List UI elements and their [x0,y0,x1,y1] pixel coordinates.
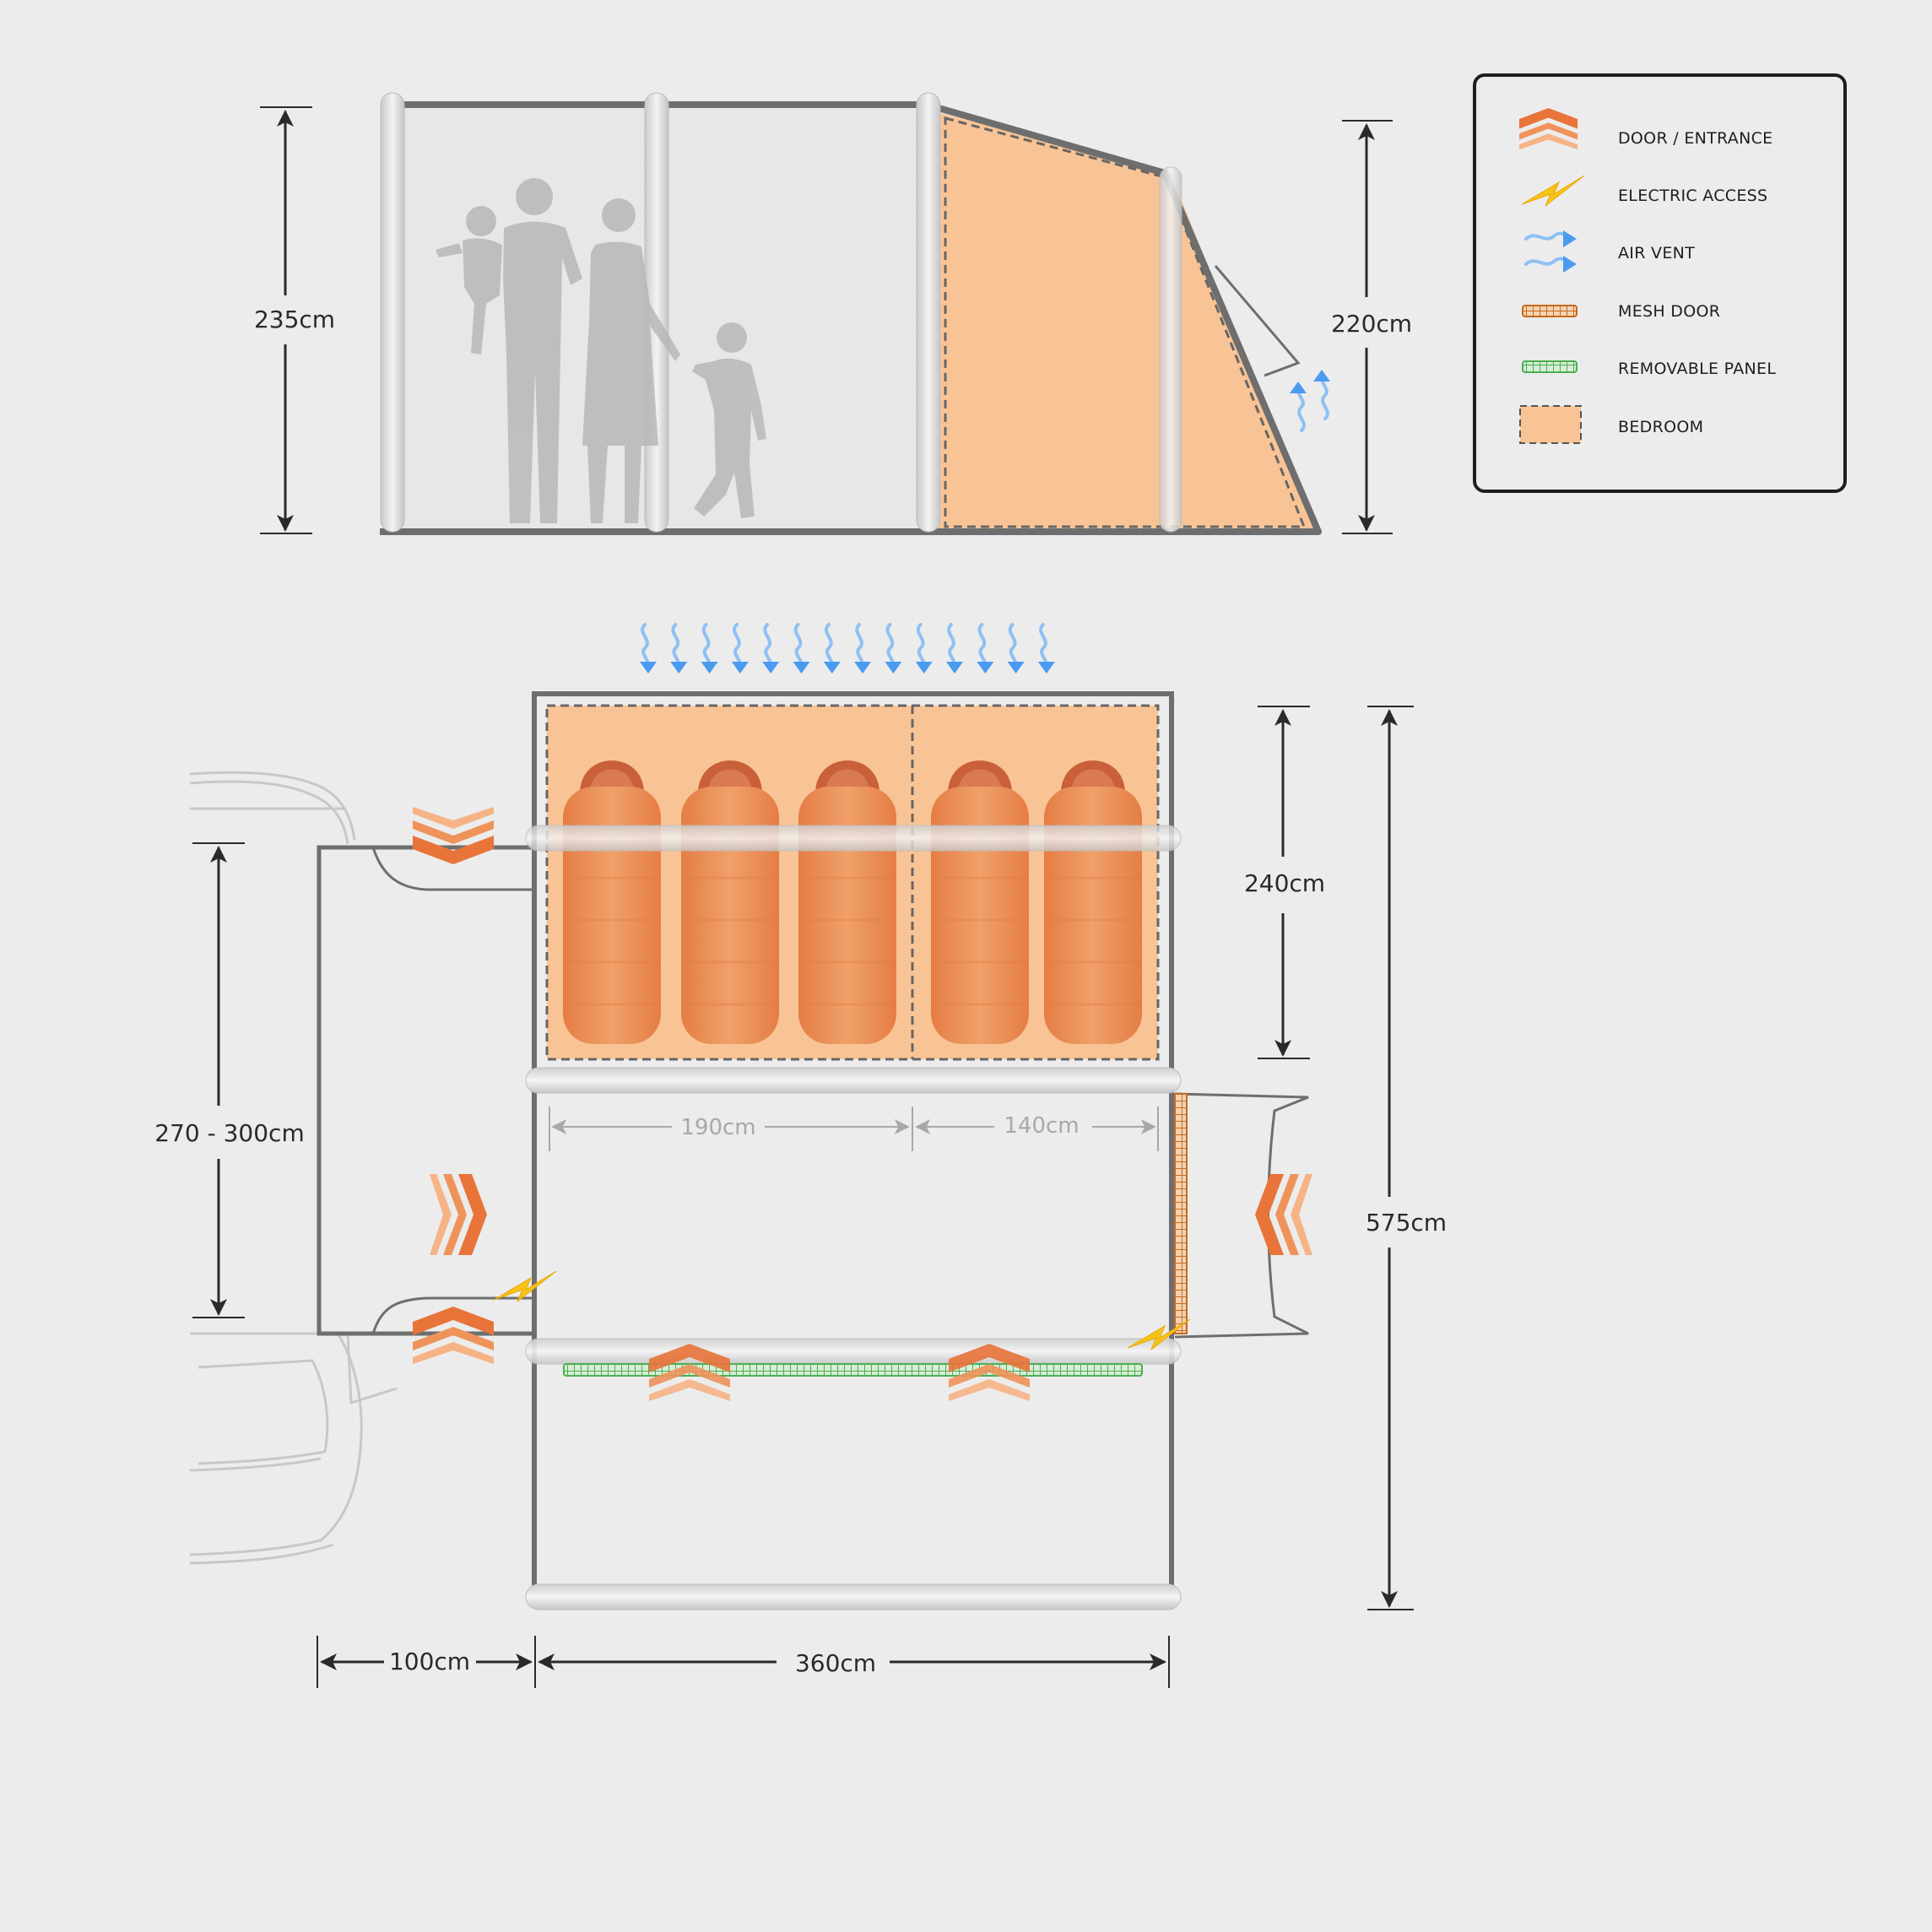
bed-width-2-label: 140cm [1004,1113,1079,1139]
side-air-vent [1288,368,1332,432]
air-vent-icon [1036,623,1057,675]
plan-view: 240cm 575cm 270 - 300cm 190cm 140cm 100c… [154,623,1447,1688]
vehicle-span-label: 270 - 300cm [154,1119,304,1147]
side-pole-3 [916,92,941,533]
air-vent-icon [638,623,658,675]
mesh-door [1174,1093,1188,1334]
legend-label-vent: AIR VENT [1618,244,1695,262]
awning-gap-label: 100cm [389,1648,470,1675]
legend-label-electric: ELECTRIC ACCESS [1618,187,1767,205]
side-pole-1 [380,92,405,533]
legend: DOOR / ENTRANCE ELECTRIC ACCESS AIR VENT… [1473,73,1847,493]
side-view: 235cm 220cm [254,92,1412,535]
mesh-door-icon [1522,305,1578,317]
bedroom-icon [1519,405,1582,444]
sleeping-bags [561,759,1144,1046]
air-beam-2 [525,1067,1182,1094]
air-vent-icon [729,623,750,675]
tunnel-door-curve-bottom [371,1296,534,1334]
sleeping-bag [561,759,663,1046]
air-vent-icon [944,623,965,675]
legend-label-panel: REMOVABLE PANEL [1618,360,1776,378]
legend-box [1473,73,1847,493]
side-pole-4 [1159,166,1182,533]
removable-panel-icon [1522,360,1578,373]
side-annex [1174,1092,1309,1339]
bedroom-depth-label: 240cm [1244,869,1325,897]
legend-label-mesh: MESH DOOR [1618,302,1720,321]
sleeping-bag [797,759,898,1046]
air-vent-icon [913,623,934,675]
air-vent-icon [760,623,782,675]
bedroom-outline [545,704,1160,1061]
air-vent-icon [975,623,996,675]
air-vent-icon [668,623,690,675]
vehicle-outline [189,771,398,1565]
air-beam-4 [525,1583,1182,1610]
vehicle-tunnel [317,845,537,1336]
side-bedroom-area [937,112,1315,532]
sleeping-bag [679,759,781,1046]
total-width-label: 360cm [795,1649,876,1677]
family-silhouette [436,178,766,523]
sleeping-bag [929,759,1031,1046]
side-vent-flap [1214,265,1301,377]
bed-width-1-label: 190cm [680,1115,755,1140]
air-vent-icon [1524,230,1577,273]
air-beam-3 [525,1338,1182,1365]
air-vent-icon [821,623,842,675]
air-vent-icon [883,623,904,675]
legend-label-door: DOOR / ENTRANCE [1618,129,1772,148]
total-length-label: 575cm [1366,1209,1447,1237]
air-vent-icon [1005,623,1026,675]
sleeping-bag [1042,759,1144,1046]
side-height-right-label: 220cm [1331,310,1412,338]
tunnel-door-curve-top [371,847,534,891]
air-vent-icon [852,623,874,675]
side-height-left-label: 235cm [254,306,335,333]
air-vent-icon [699,623,720,675]
air-vent-icon [791,623,812,675]
top-air-vents [638,623,1057,675]
air-beam-1 [525,825,1182,852]
door-entrance-icon [1255,1174,1312,1255]
legend-label-bedroom: BEDROOM [1618,418,1703,436]
side-bedroom-outline [944,116,1307,528]
